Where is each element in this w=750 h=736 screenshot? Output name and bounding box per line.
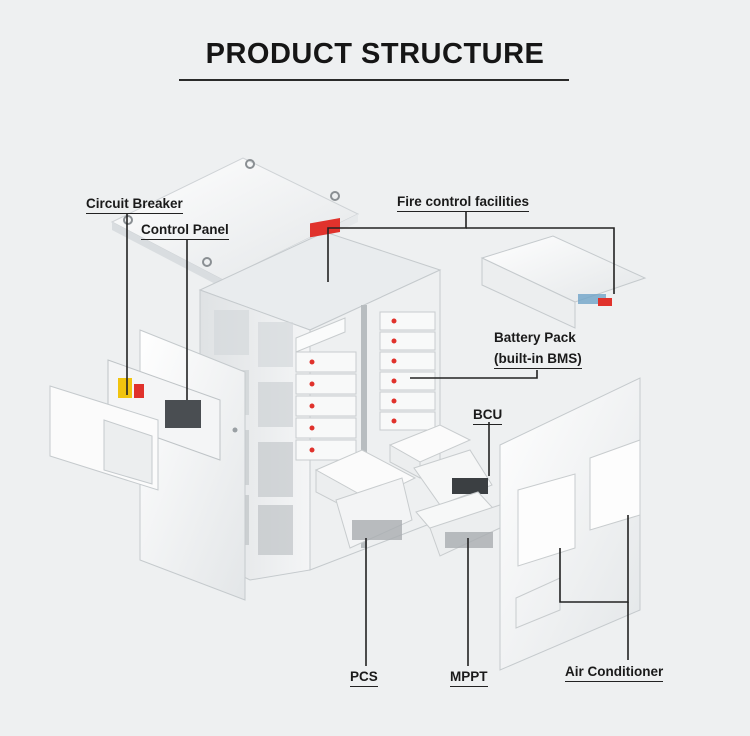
title-underline [179, 79, 569, 81]
label-fire-control: Fire control facilities [397, 193, 530, 212]
label-control-panel: Control Panel [141, 221, 229, 240]
label-mppt: MPPT [450, 668, 488, 687]
fire-control-module [480, 235, 647, 329]
air-conditioner-unit-2 [589, 439, 641, 531]
lifting-eye-icon [202, 257, 212, 267]
lifting-eye-icon [330, 191, 340, 201]
pcs-drawer [314, 449, 417, 549]
control-screen [165, 400, 201, 428]
lifting-eye-icon [123, 215, 133, 225]
air-conditioner-unit-1 [517, 473, 576, 567]
battery-pack-stack-left [295, 317, 357, 461]
label-battery-pack-bms: (built-in BMS) [494, 350, 582, 369]
leader-fire-control-left [327, 212, 467, 282]
breaker-red-switch [134, 384, 144, 398]
label-circuit-breaker: Circuit Breaker [86, 195, 183, 214]
lifting-eye-icon [245, 159, 255, 169]
breaker-yellow-block [118, 378, 132, 398]
label-pcs: PCS [350, 668, 378, 687]
battery-pack-stack-right [379, 311, 436, 431]
leader-air-conditioner-bracket [559, 515, 629, 603]
left-door-panel [49, 385, 159, 491]
label-battery-pack: Battery Pack [494, 330, 576, 345]
label-air-conditioner: Air Conditioner [565, 663, 664, 682]
fire-control-unit [310, 218, 340, 238]
label-bcu: BCU [473, 406, 503, 425]
leader-battery-pack [410, 370, 538, 379]
leader-lines [126, 212, 629, 666]
leader-fire-control-right [466, 227, 615, 294]
mppt-drawer [415, 491, 503, 557]
page-title: PRODUCT STRUCTURE [205, 38, 545, 70]
bcu-unit [388, 424, 493, 506]
control-box [107, 359, 221, 461]
